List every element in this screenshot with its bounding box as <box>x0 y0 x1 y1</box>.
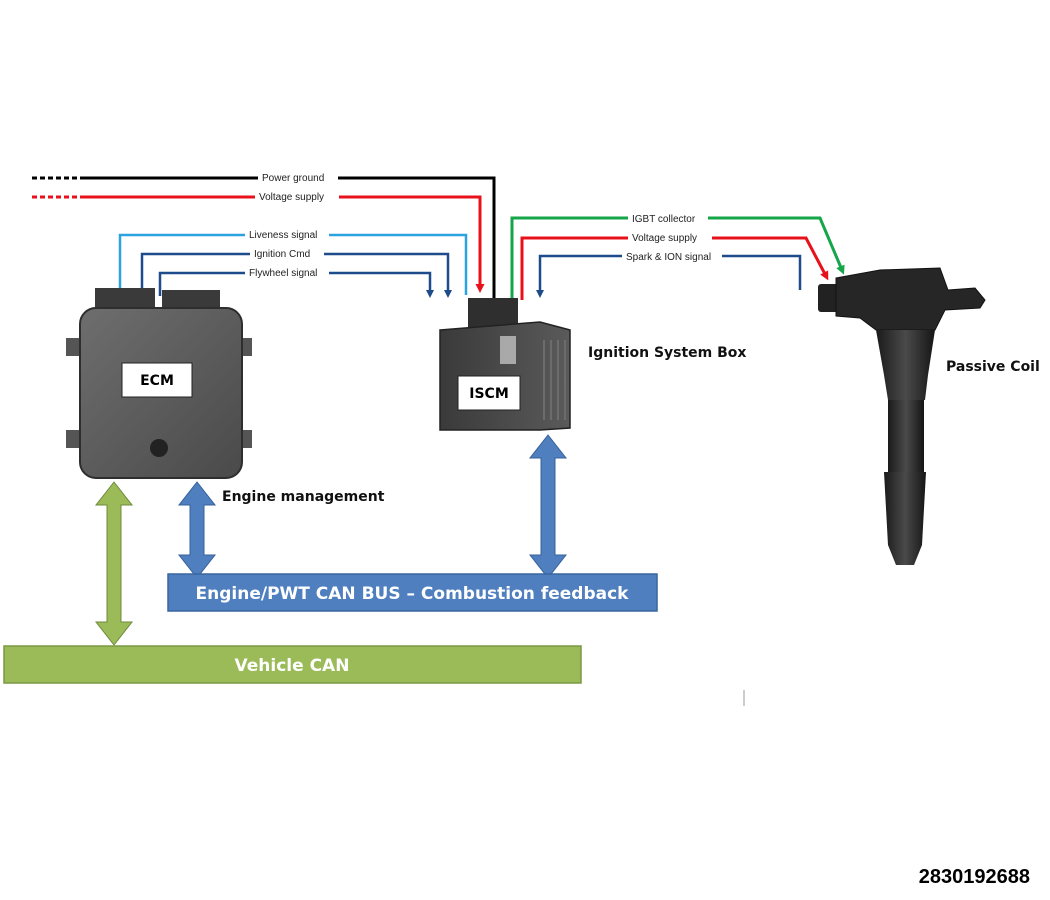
label-spark-ion-signal: Spark & ION signal <box>626 252 711 263</box>
label-ignition-cmd: Ignition Cmd <box>254 249 310 260</box>
image-id-label: 2830192688 <box>919 866 1030 888</box>
label-igbt-collector: IGBT collector <box>632 214 696 225</box>
ecm-engine-can-arrow <box>177 481 217 579</box>
label-power-ground: Power ground <box>262 173 324 184</box>
vehicle-can-bus-bar: Vehicle CAN <box>3 645 582 684</box>
ecm-unit: ECM <box>66 288 252 479</box>
wire-power-ground <box>32 176 496 300</box>
label-voltage-supply-left: Voltage supply <box>259 192 324 203</box>
engine-management-label: Engine management <box>222 489 385 505</box>
label-liveness-signal: Liveness signal <box>249 230 317 241</box>
wire-voltage-supply-left <box>32 195 485 293</box>
iscm-engine-can-arrow <box>528 434 568 579</box>
ecm-label: ECM <box>140 373 174 389</box>
engine-can-bus-label: Engine/PWT CAN BUS – Combustion feedback <box>196 584 630 604</box>
label-voltage-supply-right: Voltage supply <box>632 233 697 244</box>
label-flywheel-signal: Flywheel signal <box>249 268 317 279</box>
ecm-vehicle-can-arrow <box>94 481 134 646</box>
iscm-label: ISCM <box>469 386 509 402</box>
iscm-caption: Ignition System Box <box>588 345 746 361</box>
coil-caption: Passive Coil <box>946 359 1040 375</box>
vehicle-can-bus-label: Vehicle CAN <box>235 656 350 676</box>
engine-can-bus-bar: Engine/PWT CAN BUS – Combustion feedback <box>167 573 658 612</box>
passive-coil <box>818 267 986 565</box>
iscm-unit: ISCM <box>439 298 571 431</box>
wire-voltage-supply-right <box>520 236 829 300</box>
